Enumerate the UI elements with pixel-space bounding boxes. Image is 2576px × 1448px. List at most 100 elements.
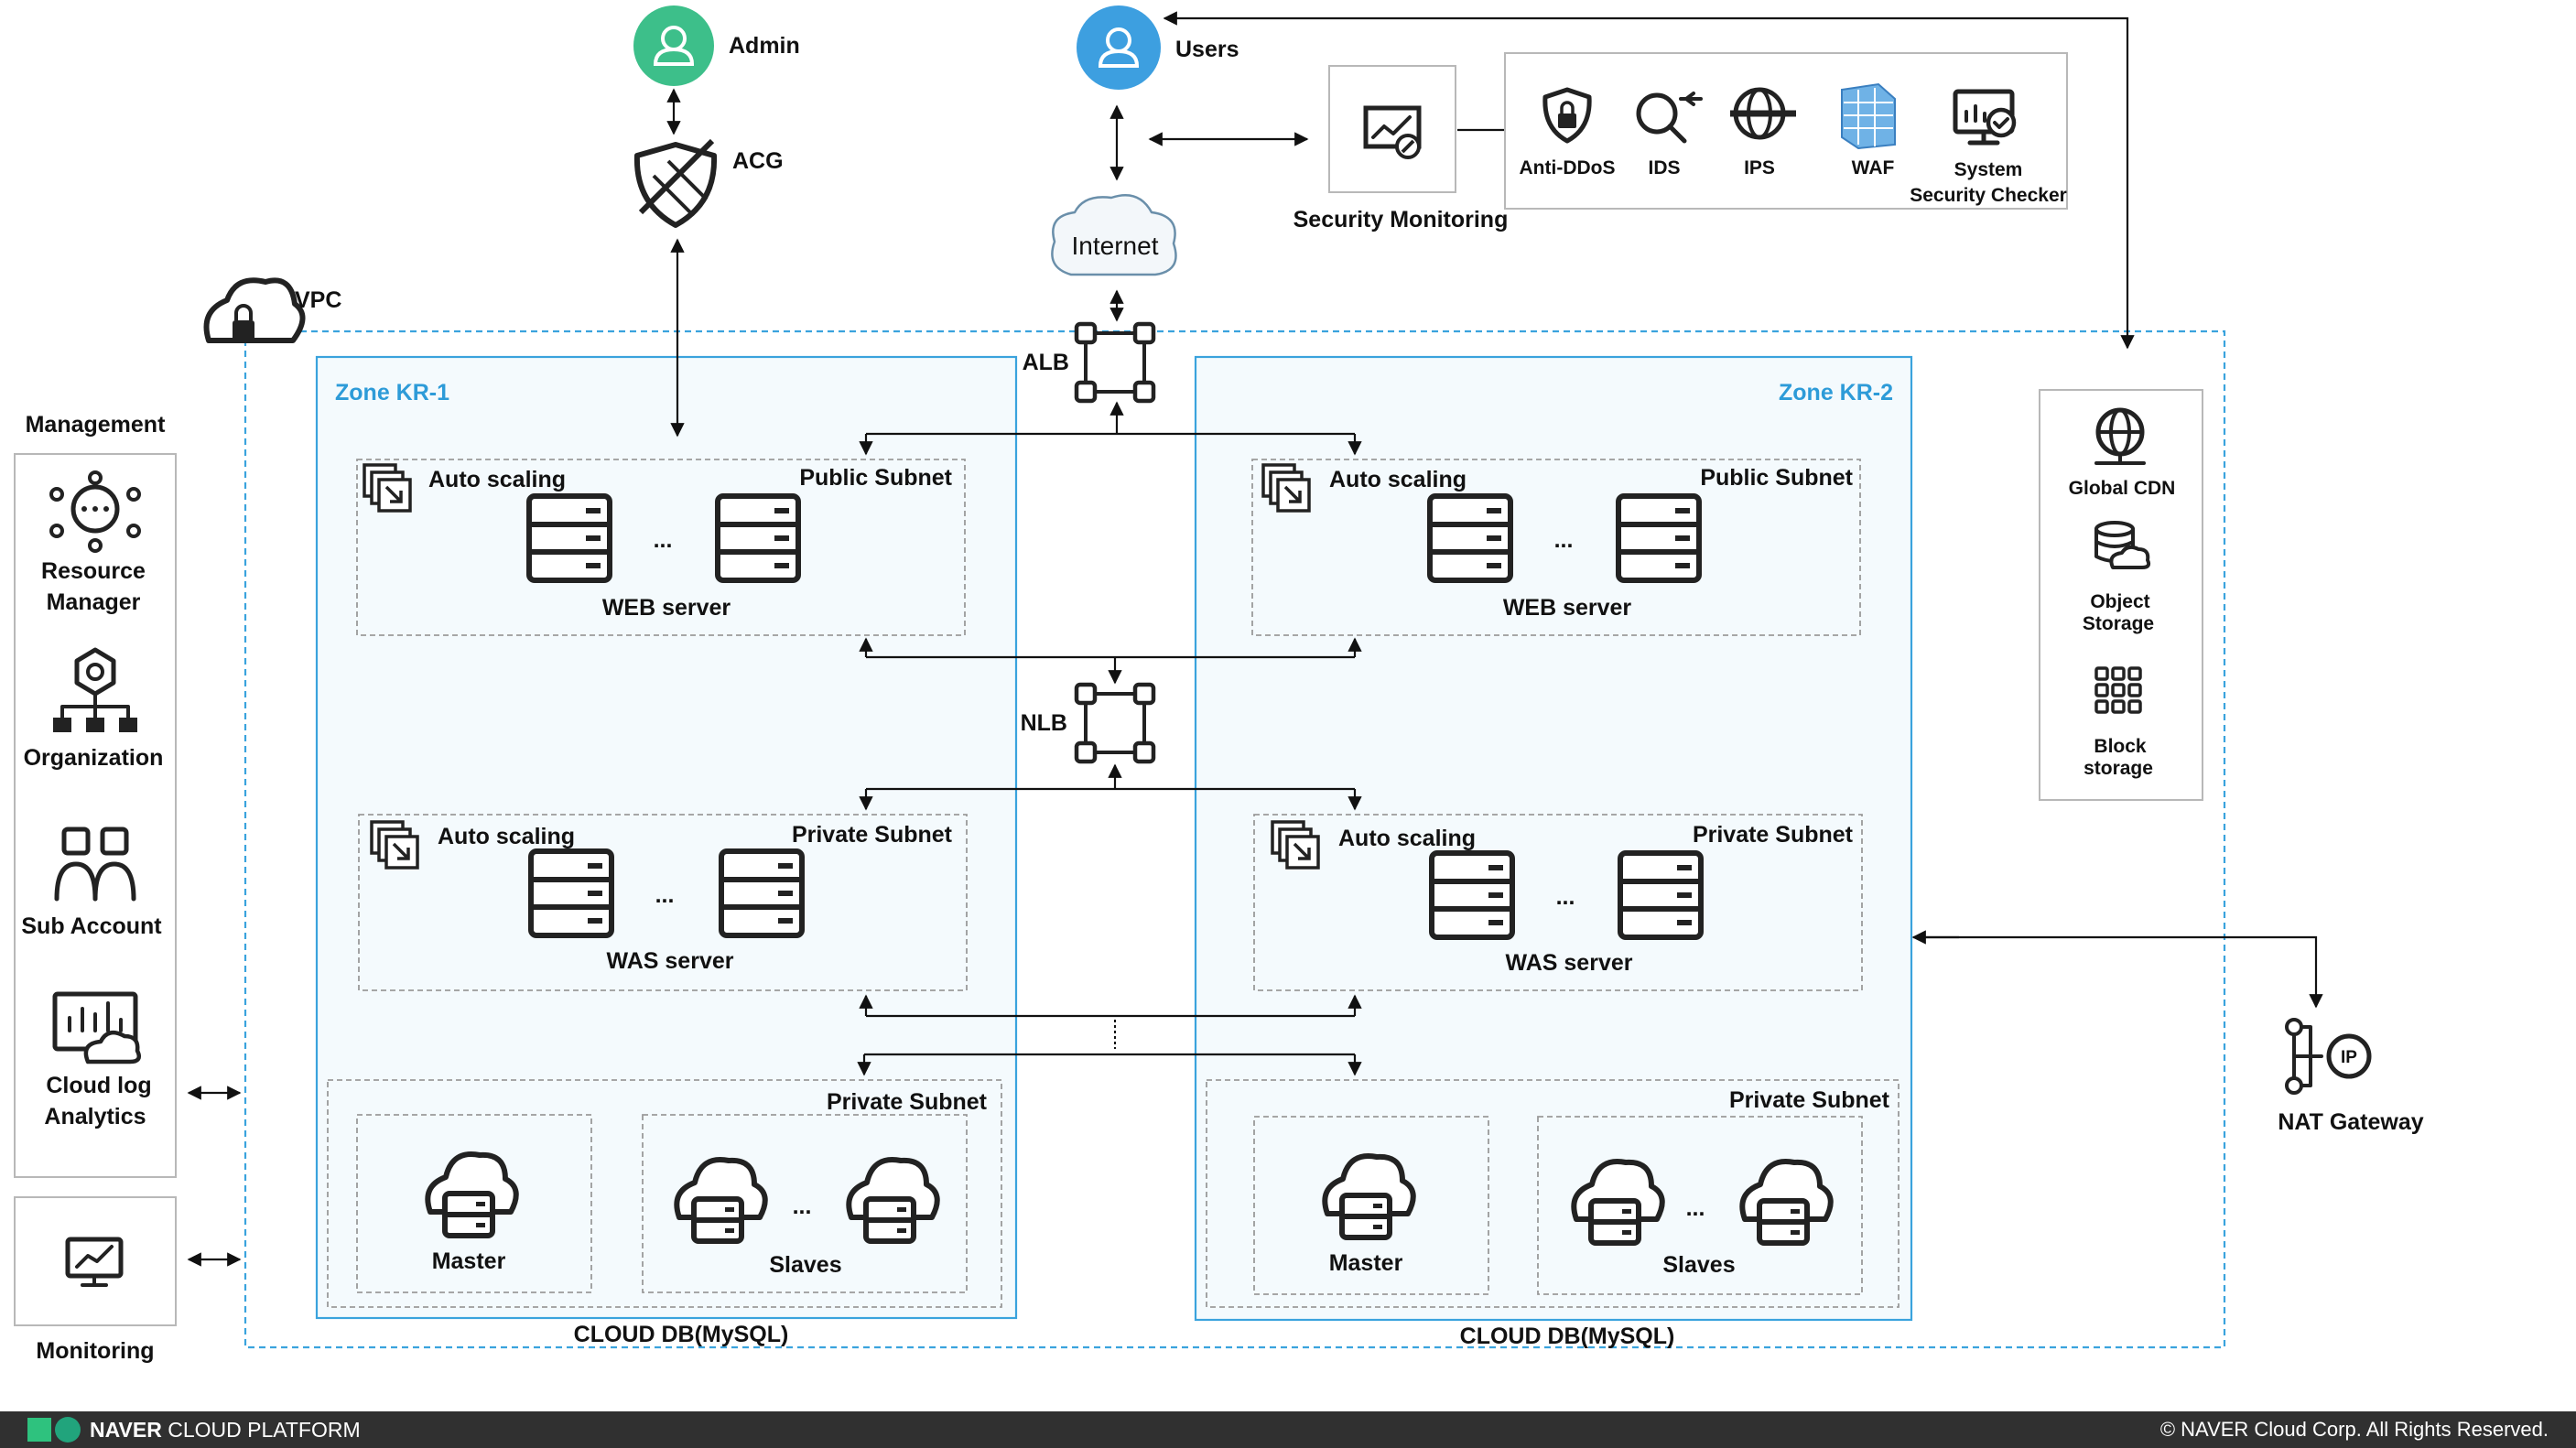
brand-logo: NAVER CLOUD PLATFORM: [27, 1417, 361, 1443]
slaves-box-kr2: [1537, 1116, 1863, 1295]
system-security-checker-label-line2: Security Checker: [1910, 185, 2067, 206]
anti-ddos-label: Anti-DDoS: [1520, 157, 1616, 178]
web-server-icon: [529, 496, 610, 580]
object-storage-label-line2: Storage: [2083, 613, 2154, 634]
sub-account-icon: [54, 827, 136, 902]
web-server-icon: [718, 496, 798, 580]
nat-gateway-icon: IP: [2285, 1018, 2372, 1095]
ips-label: IPS: [1744, 157, 1775, 178]
nat-gateway-label: NAT Gateway: [2278, 1109, 2423, 1135]
vpc-boundary: [244, 330, 2226, 1349]
auto-scaling-label: Auto scaling: [1338, 826, 1476, 851]
public-subnet-kr1: [356, 459, 966, 636]
was-server-icon: [721, 851, 802, 935]
auto-scaling-icon: [1271, 820, 1320, 870]
private-subnet-label: Private Subnet: [1693, 822, 1854, 848]
ellipsis: ...: [1556, 884, 1575, 910]
auto-scaling-icon: [370, 820, 419, 870]
web-server-icon: [1430, 496, 1510, 580]
private-subnet-label: Private Subnet: [1729, 1087, 1890, 1113]
organization-label: Organization: [24, 745, 164, 771]
block-storage-icon: [2094, 666, 2142, 714]
sub-account-label: Sub Account: [21, 913, 162, 939]
security-monitoring-label: Security Monitoring: [1293, 207, 1509, 232]
cloud-log-label-line1: Cloud log: [46, 1073, 151, 1098]
auto-scaling-icon: [363, 463, 412, 513]
cloud-log-icon: [52, 991, 141, 1064]
nlb-label: NLB: [1021, 710, 1067, 736]
vpc-label: VPC: [295, 287, 341, 313]
connectors: [187, 11, 2323, 1267]
was-server-icon: [531, 851, 612, 935]
ids-label: IDS: [1648, 157, 1680, 178]
admin-label: Admin: [729, 33, 800, 59]
svg-text:IP: IP: [2341, 1048, 2357, 1067]
was-server-label: WAS server: [1506, 950, 1633, 976]
globe-icon: [2094, 407, 2146, 465]
block-storage-label-line2: storage: [2084, 758, 2153, 779]
ellipsis: ...: [793, 1194, 812, 1219]
copyright: © NAVER Cloud Corp. All Rights Reserved.: [2159, 1418, 2549, 1441]
block-storage-label-line1: Block: [2094, 736, 2147, 757]
firewall-icon: [1841, 82, 1896, 150]
alb-label: ALB: [1023, 350, 1069, 375]
master-box-kr1: [356, 1114, 592, 1293]
magnifier-icon: [1636, 92, 1703, 144]
vpc-icon: [203, 277, 306, 343]
public-subnet-label: Public Subnet: [1700, 465, 1853, 491]
object-storage-label-line1: Object: [2090, 591, 2149, 612]
acg-icon: [633, 138, 718, 228]
auto-scaling-icon: [1261, 463, 1311, 513]
waf-label: WAF: [1852, 157, 1895, 178]
blocked-globe-icon: [1730, 87, 1796, 140]
master-label: Master: [432, 1248, 506, 1274]
cloud-log-label-line2: Analytics: [44, 1104, 146, 1129]
monitoring-label: Monitoring: [36, 1338, 154, 1364]
object-storage-icon: [2094, 521, 2151, 569]
ellipsis: ...: [654, 527, 673, 553]
cloud-db-caption: CLOUD DB(MySQL): [1460, 1324, 1675, 1349]
zone-kr1-label: Zone KR-1: [335, 380, 449, 405]
global-cdn-label: Global CDN: [2069, 478, 2176, 499]
auto-scaling-label: Auto scaling: [438, 824, 575, 849]
private-subnet-was-kr2: [1253, 814, 1863, 991]
slaves-label: Slaves: [769, 1252, 841, 1278]
private-subnet-db-kr1: [327, 1079, 1002, 1308]
private-subnet-label: Private Subnet: [792, 822, 953, 848]
monitoring-icon: [65, 1237, 124, 1287]
admin-icon: [633, 5, 714, 86]
public-subnet-kr2: [1251, 459, 1861, 636]
security-monitoring-icon: [1363, 105, 1422, 159]
slaves-label: Slaves: [1662, 1252, 1735, 1278]
master-label: Master: [1329, 1250, 1403, 1276]
brand-rest: CLOUD PLATFORM: [168, 1417, 361, 1442]
resource-manager-label-line2: Manager: [47, 589, 141, 615]
users-icon: [1077, 5, 1161, 90]
web-server-icon: [1618, 496, 1699, 580]
public-subnet-label: Public Subnet: [799, 465, 952, 491]
monitor-check-icon: [1953, 89, 2017, 146]
private-subnet-was-kr1: [358, 814, 968, 991]
naver-logo-circle-icon: [55, 1417, 81, 1443]
auto-scaling-label: Auto scaling: [428, 467, 566, 492]
internet-cloud-icon: [1051, 194, 1177, 276]
ellipsis: ...: [1554, 527, 1574, 553]
shield-lock-icon: [1542, 87, 1592, 144]
web-server-label: WEB server: [1503, 595, 1632, 621]
brand-bold: NAVER: [90, 1417, 162, 1442]
footer-bar: NAVER CLOUD PLATFORM © NAVER Cloud Corp.…: [0, 1411, 2576, 1448]
cloud-db-caption: CLOUD DB(MySQL): [574, 1322, 789, 1347]
was-server-icon: [1620, 853, 1701, 937]
slaves-box-kr1: [642, 1114, 968, 1293]
master-box-kr2: [1253, 1116, 1489, 1295]
was-server-label: WAS server: [607, 948, 734, 974]
resource-manager-label-line1: Resource: [41, 558, 146, 584]
nlb-icon: [1077, 685, 1153, 762]
private-subnet-db-kr2: [1206, 1079, 1900, 1308]
internet-label: Internet: [1072, 232, 1159, 260]
was-server-icon: [1432, 853, 1512, 937]
private-subnet-label: Private Subnet: [827, 1089, 988, 1115]
acg-label: ACG: [732, 148, 784, 174]
zone-kr2-label: Zone KR-2: [1779, 380, 1893, 405]
